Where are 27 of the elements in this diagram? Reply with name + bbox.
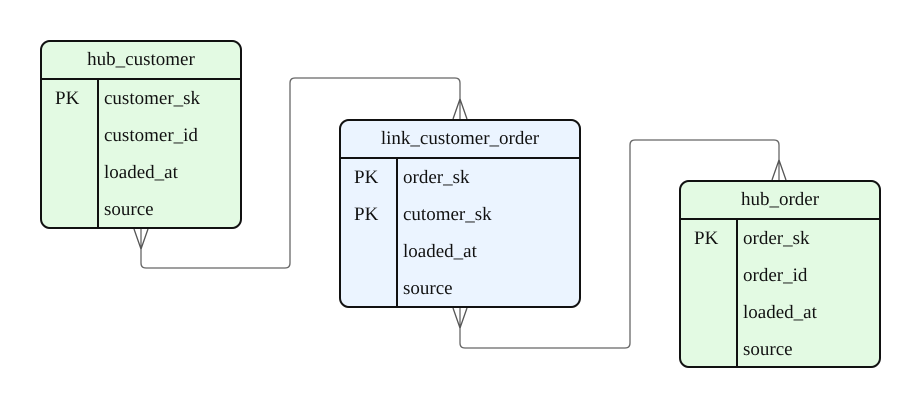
attribute-name: order_sk	[743, 227, 810, 251]
table-name: hub_order	[740, 188, 820, 212]
attribute-name: customer_id	[104, 124, 198, 148]
key-label: PK	[55, 87, 80, 111]
attribute-name: customer_sk	[104, 87, 200, 111]
attribute-name: loaded_at	[743, 301, 817, 325]
attribute-name: cutomer_sk	[403, 203, 492, 227]
key-label: PK	[354, 166, 378, 190]
key-label: PK	[694, 227, 718, 251]
entity-table	[339, 119, 581, 308]
attribute-name: source	[104, 198, 154, 222]
key-label: PK	[354, 203, 378, 227]
attribute-name: order_id	[743, 264, 808, 288]
entity-table	[679, 180, 881, 368]
attribute-name: loaded_at	[104, 161, 178, 185]
attribute-name: order_sk	[403, 166, 470, 190]
attribute-name: source	[403, 277, 453, 301]
relationship-line	[452, 139, 787, 349]
relationship-line	[133, 77, 468, 269]
table-name: link_customer_order	[380, 127, 540, 151]
attribute-name: loaded_at	[403, 240, 477, 264]
table-name: hub_customer	[86, 48, 196, 72]
key-column	[681, 218, 738, 366]
key-column	[341, 157, 398, 306]
attribute-name: source	[743, 338, 793, 362]
entity-table	[40, 40, 242, 229]
key-column	[42, 78, 99, 227]
